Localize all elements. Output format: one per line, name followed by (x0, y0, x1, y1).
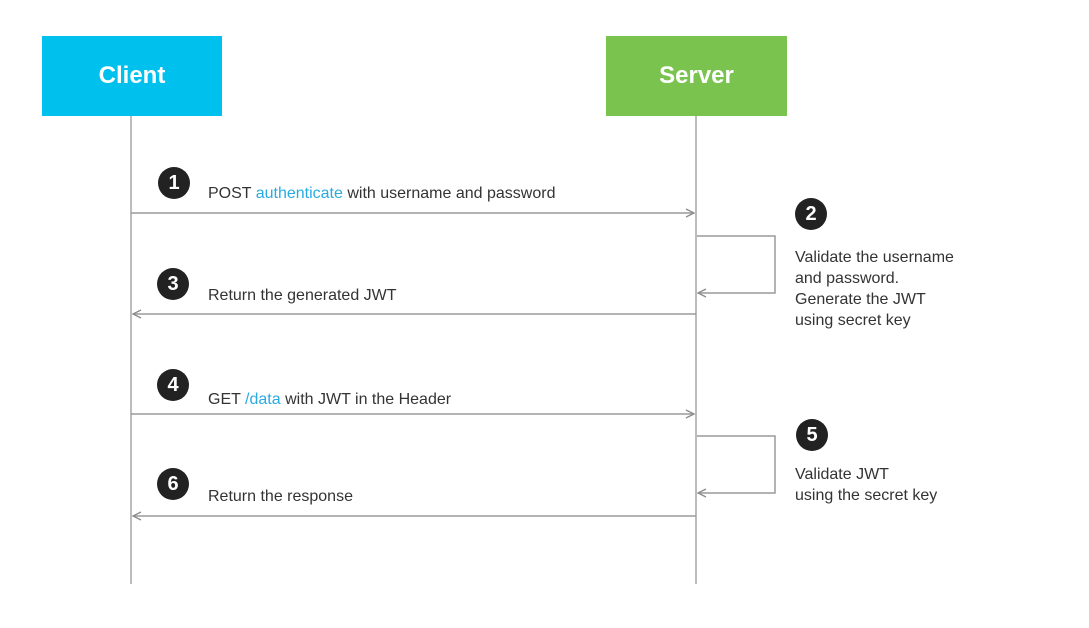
step-4-endpoint: /data (245, 391, 281, 408)
step-5-badge: 5 (796, 419, 828, 451)
step-2-note: Validate the username and password. Gene… (795, 247, 954, 331)
step-3-badge: 3 (157, 268, 189, 300)
client-actor-box: Client (42, 36, 222, 116)
step-1-message: POST authenticate with username and pass… (208, 185, 555, 203)
step-6-badge: 6 (157, 468, 189, 500)
step-2-line-1: Validate the username (795, 249, 954, 266)
step-4-detail: with JWT in the Header (280, 391, 452, 408)
server-actor-box: Server (606, 36, 787, 116)
step-6-message: Return the response (208, 488, 353, 505)
step-1-endpoint: authenticate (255, 185, 343, 202)
self-arrow-step-2 (697, 235, 776, 293)
step-4-message: GET /data with JWT in the Header (208, 391, 451, 409)
step-2-line-2: and password. (795, 270, 900, 287)
step-5-line-2: using the secret key (795, 487, 938, 504)
step-2-line-3: Generate the JWT (795, 291, 926, 308)
step-5-note: Validate JWT using the secret key (795, 464, 937, 506)
server-label: Server (659, 62, 734, 89)
step-1-method: POST (208, 185, 256, 202)
step-3-message: Return the generated JWT (208, 287, 397, 304)
step-4-method: GET (208, 391, 246, 408)
step-5-line-1: Validate JWT (795, 466, 889, 483)
client-label: Client (98, 62, 166, 89)
step-2-line-4: using secret key (795, 312, 911, 329)
self-arrow-step-5 (697, 435, 776, 493)
step-1-badge: 1 (158, 167, 190, 199)
step-1-detail: with username and password (342, 185, 556, 202)
step-2-badge: 2 (795, 198, 827, 230)
step-4-badge: 4 (157, 369, 189, 401)
